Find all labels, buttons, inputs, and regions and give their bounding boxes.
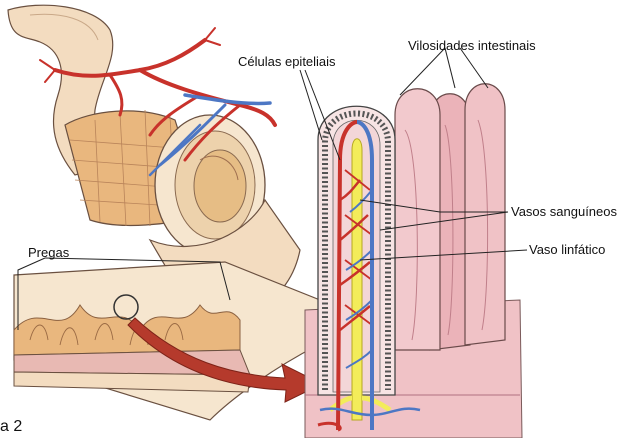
label-vilosidades-intestinais: Vilosidades intestinais (408, 39, 536, 52)
figure-number: a 2 (0, 419, 22, 435)
label-vaso-linfatico: Vaso linfático (529, 243, 605, 256)
label-pregas: Pregas (28, 246, 69, 259)
label-vasos-sanguineos: Vasos sanguíneos (511, 205, 617, 218)
label-celulas-epiteliais: Células epiteliais (238, 55, 336, 68)
villi-block (305, 84, 522, 438)
